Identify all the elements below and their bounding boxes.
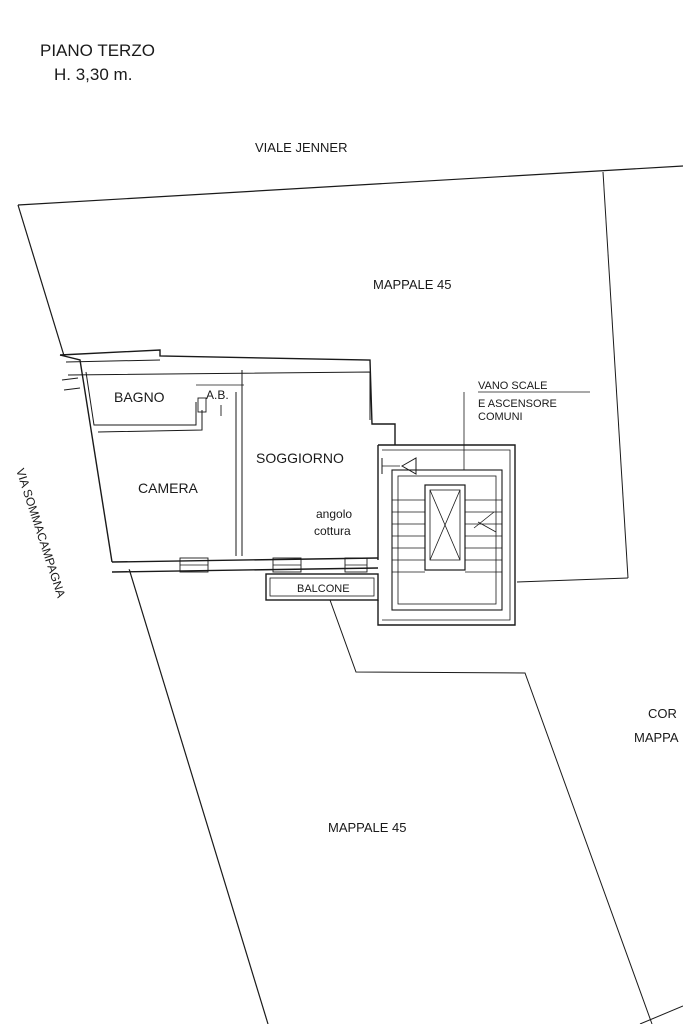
parcel-label-right-1: COR xyxy=(648,706,677,721)
room-label-soggiorno: SOGGIORNO xyxy=(256,450,344,466)
street-label-west: VIA SOMMACAMPAGNA xyxy=(13,467,68,600)
stair-label-1: VANO SCALE xyxy=(478,380,548,392)
room-label-camera: CAMERA xyxy=(138,480,199,496)
room-label-balcone: BALCONE xyxy=(297,583,350,595)
parcel-label-right-2: MAPPA xyxy=(634,730,679,745)
parcel-label-lower: MAPPALE 45 xyxy=(328,820,407,835)
stair-label-2: E ASCENSORE xyxy=(478,398,557,410)
floor-title: PIANO TERZO xyxy=(40,41,155,60)
parcel-boundaries xyxy=(17,165,683,1024)
floor-height: H. 3,30 m. xyxy=(54,65,132,84)
stair-core xyxy=(377,391,590,626)
street-label-north: VIALE JENNER xyxy=(255,140,347,155)
room-label-ab: A.B. xyxy=(206,388,229,402)
stair-label-3: COMUNI xyxy=(478,411,523,423)
room-label-bagno: BAGNO xyxy=(114,389,165,405)
balcony xyxy=(265,573,379,601)
apartment-walls xyxy=(59,349,417,573)
room-label-cottura: cottura xyxy=(314,524,351,538)
parcel-label-upper: MAPPALE 45 xyxy=(373,277,452,292)
room-label-angolo: angolo xyxy=(316,507,352,521)
